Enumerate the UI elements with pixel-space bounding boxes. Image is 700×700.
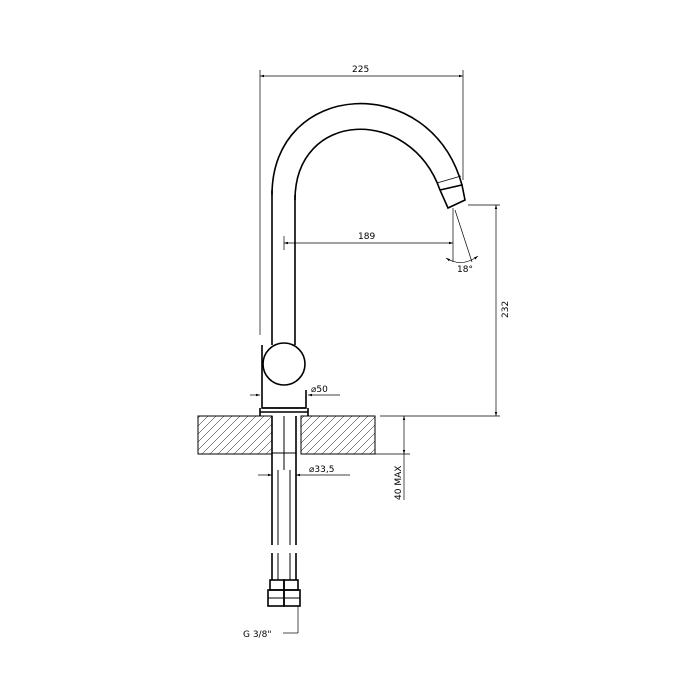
- dimension-reach: 189: [283, 232, 453, 250]
- dim-deck-thickness-label: 40 MAX: [394, 466, 404, 500]
- dimension-shank-diameter: ⌀33,5: [258, 465, 350, 477]
- dim-shank-diameter-label: ⌀33,5: [309, 465, 334, 475]
- dimension-width: 225: [259, 65, 464, 335]
- dimension-body-diameter: ⌀50: [250, 385, 340, 397]
- dim-height-label: 232: [501, 301, 511, 318]
- connection-thread-label: G 3/8": [243, 630, 271, 640]
- dim-width-label: 225: [352, 65, 369, 75]
- shank-and-hoses: [267, 416, 301, 607]
- dim-angle-label: 18°: [457, 265, 473, 275]
- dimension-height: 232: [380, 204, 511, 417]
- faucet-body: [259, 102, 466, 416]
- connection-thread-callout: G 3/8": [243, 606, 299, 640]
- countertop: [197, 415, 376, 455]
- dimension-deck-thickness: 40 MAX: [375, 416, 410, 500]
- dimension-angle: 18°: [445, 208, 479, 275]
- dim-reach-label: 189: [358, 232, 375, 242]
- dim-body-diameter-label: ⌀50: [311, 385, 328, 395]
